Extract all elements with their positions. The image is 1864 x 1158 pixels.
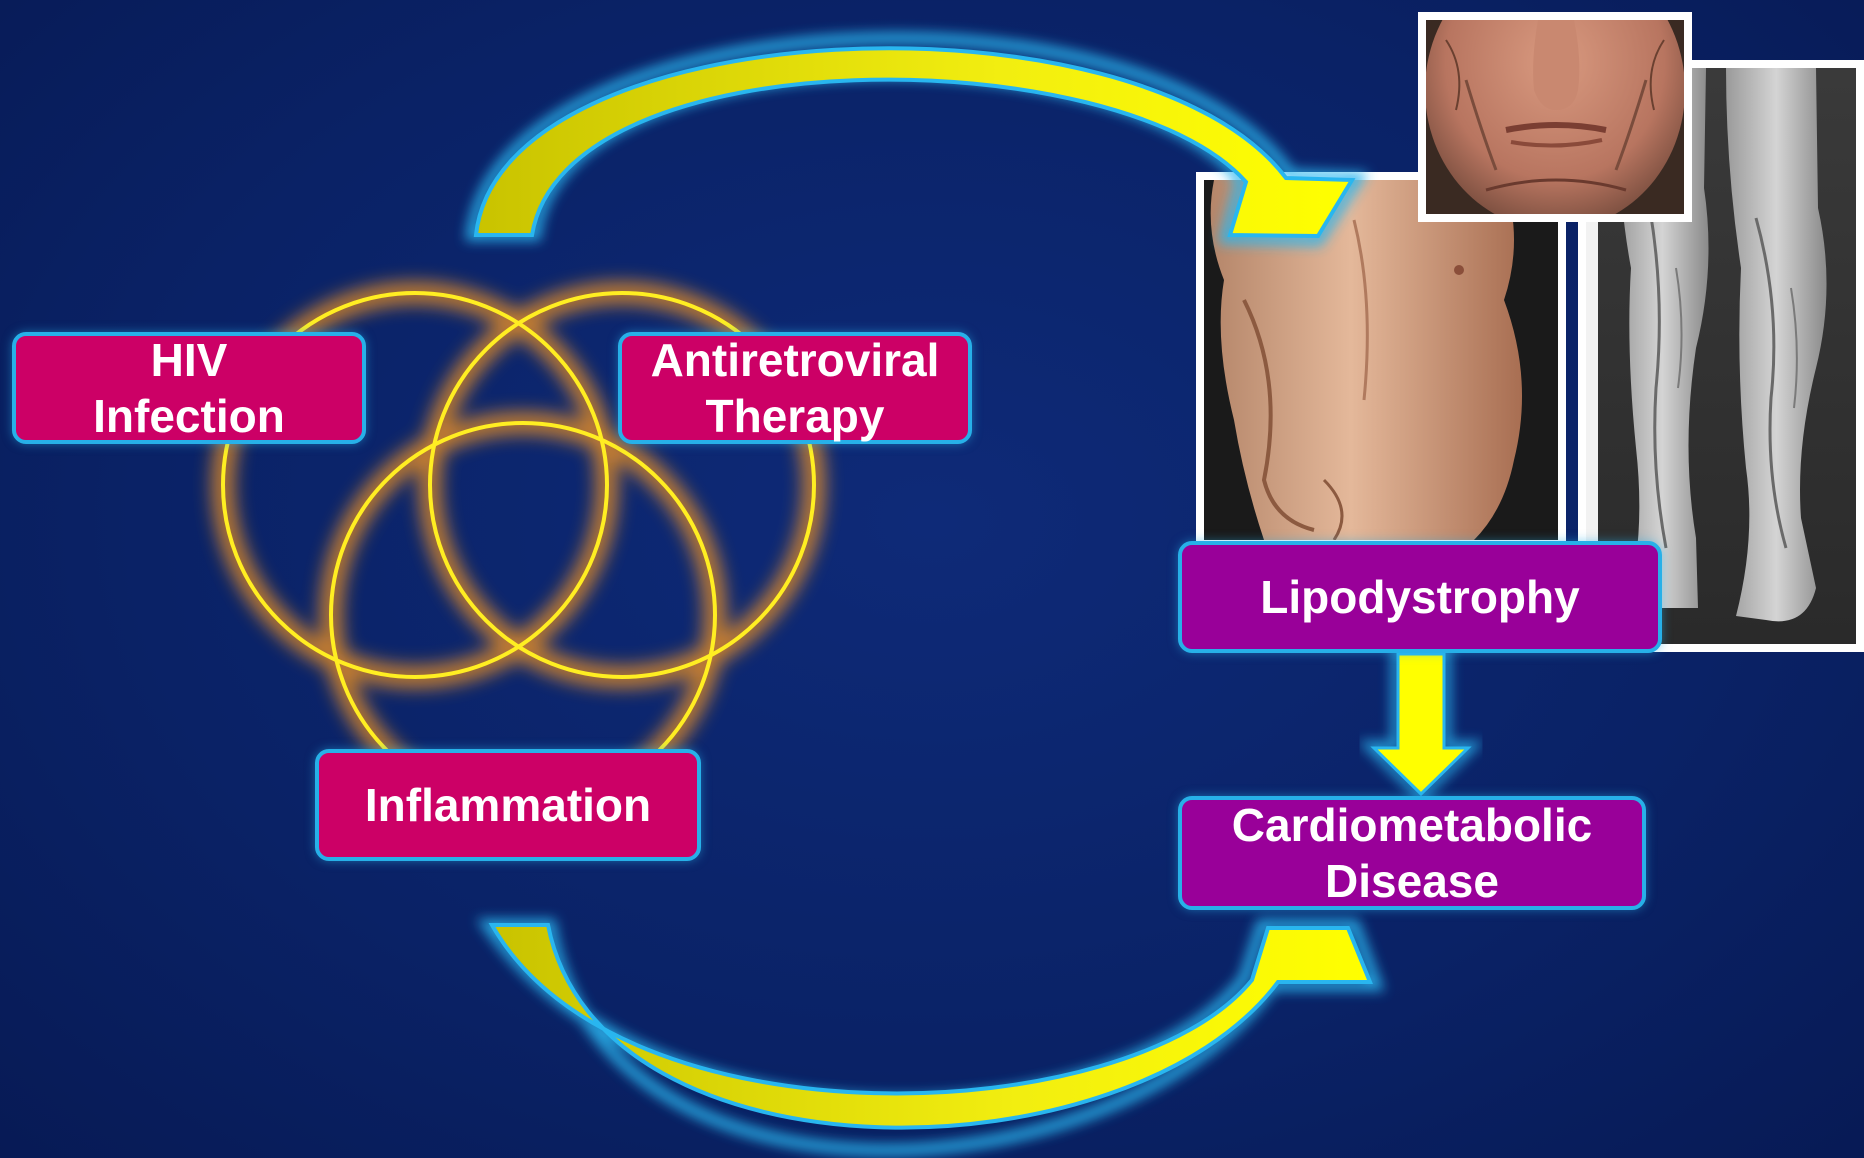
inflammation-label: Inflammation — [365, 777, 651, 833]
down-arrow — [1374, 654, 1468, 794]
cardiometabolic-disease-line2: Disease — [1325, 853, 1499, 909]
hiv-infection-box: HIV Infection — [12, 332, 366, 444]
lipodystrophy-label: Lipodystrophy — [1260, 569, 1579, 625]
antiretroviral-therapy-line1: Antiretroviral — [651, 332, 940, 388]
antiretroviral-therapy-box: Antiretroviral Therapy — [618, 332, 972, 444]
lipodystrophy-box: Lipodystrophy — [1178, 541, 1662, 653]
inflammation-box: Inflammation — [315, 749, 701, 861]
cardiometabolic-disease-line1: Cardiometabolic — [1232, 797, 1592, 853]
hiv-infection-line1: HIV — [151, 332, 228, 388]
antiretroviral-therapy-line2: Therapy — [706, 388, 885, 444]
hiv-infection-line2: Infection — [93, 388, 285, 444]
cardiometabolic-disease-box: Cardiometabolic Disease — [1178, 796, 1646, 910]
